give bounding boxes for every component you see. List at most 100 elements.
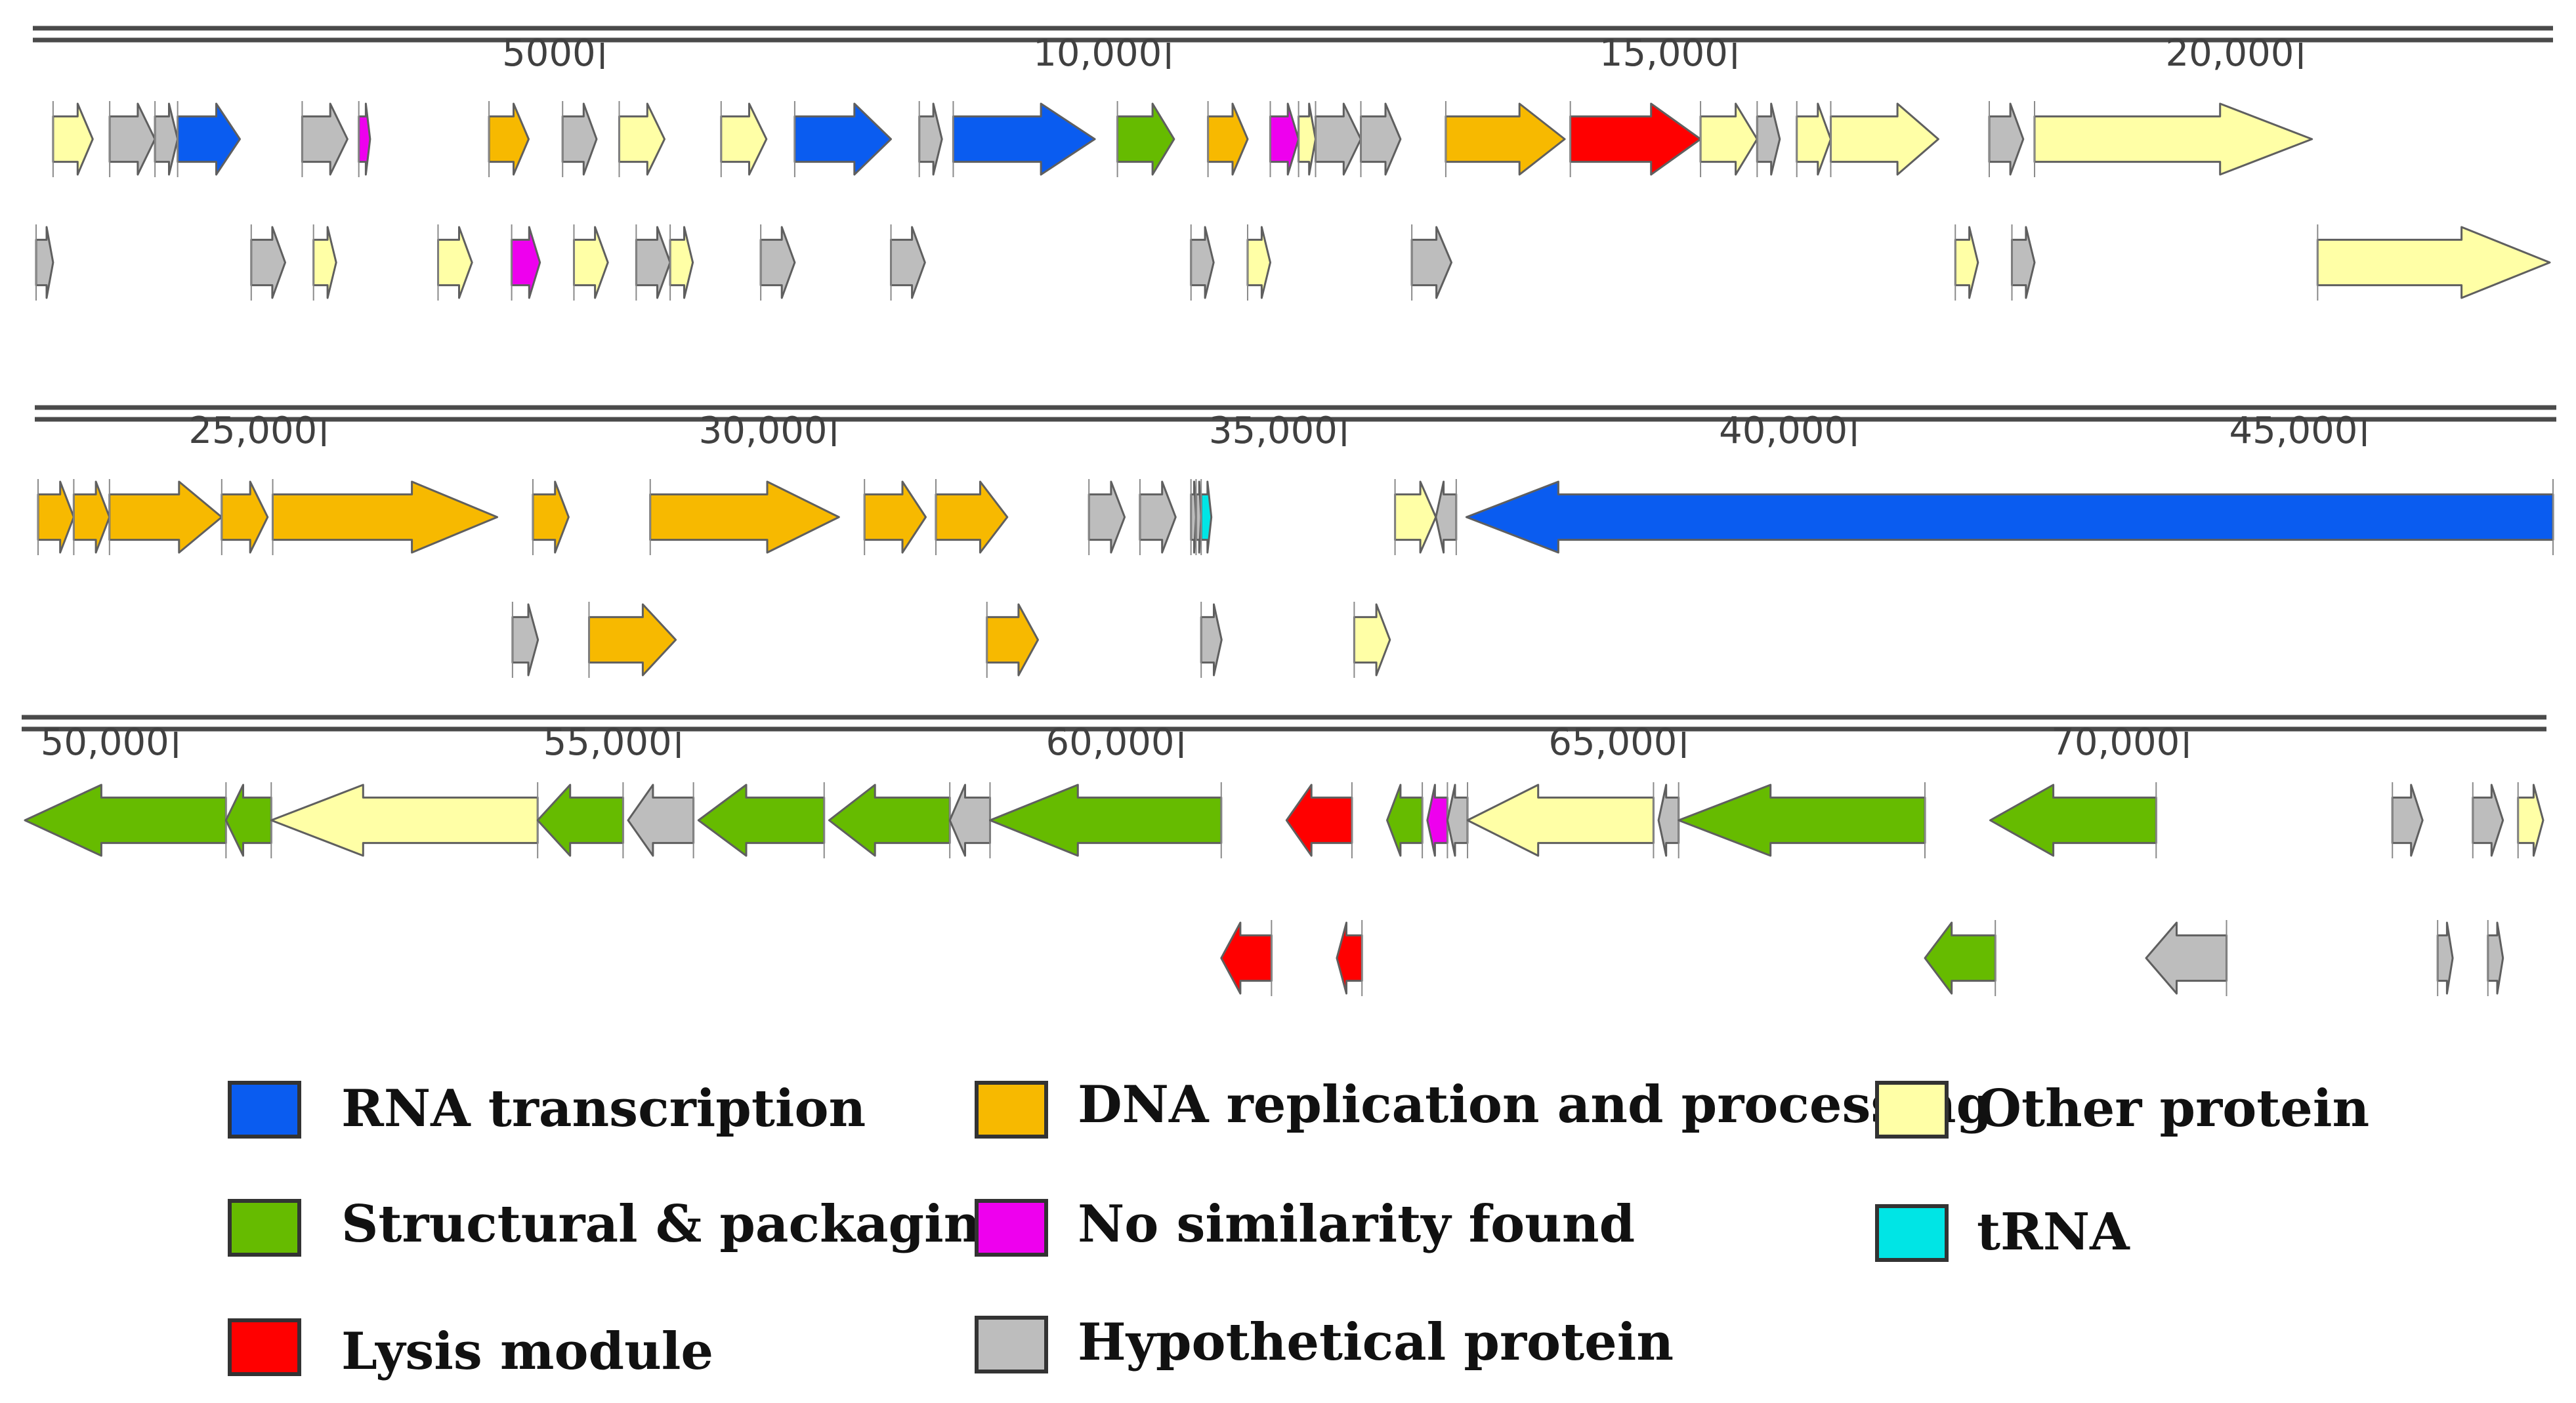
gene-dna [72,480,111,554]
legend-item-lysis: Lysis module [228,1318,713,1381]
gene-dna [108,480,223,554]
gene-hypo [1315,102,1362,176]
gene-hypo [1435,480,1458,554]
gene-other [1830,102,1939,176]
gene-dna [863,480,927,554]
gene-hypo [1200,603,1223,677]
gene-dna [272,480,499,554]
gene-struct [1678,784,1926,857]
gene-other [618,102,665,176]
legend-swatch-lysis [228,1318,301,1376]
legend-swatch-rna [228,1081,301,1139]
legend-swatch-nosim [975,1199,1048,1257]
tick-label: 40,000 [1719,409,1848,452]
tick-label: 50,000 [41,721,169,764]
gene-hypo [2436,921,2454,995]
legend-label-rna: RNA transcription [341,1079,866,1139]
legend-item-struct: Structural & packaging [228,1194,1017,1257]
tick-label: 70,000 [2051,721,2180,764]
legend-item-rna: RNA transcription [228,1079,866,1139]
tick-label: 20,000 [2165,32,2294,75]
gene-struct [24,784,227,857]
gene-other [270,784,539,857]
gene-other [437,226,473,299]
gene-dna [221,480,269,554]
gene-struct [536,784,624,857]
gene-hypo [2011,226,2036,299]
legend-label-trna: tRNA [1977,1202,2130,1262]
gene-other [1466,784,1655,857]
gene-hypo [948,784,991,857]
gene-struct [1116,102,1175,176]
gene-hypo [1988,102,2025,176]
gene-hypo [1756,102,1781,176]
gene-other [2033,102,2313,176]
legend-label-struct: Structural & packaging [341,1194,1017,1254]
gene-hypo [511,603,539,677]
gene-other [720,102,768,176]
legend-swatch-other [1875,1081,1949,1139]
gene-hypo [1139,480,1177,554]
gene-nosim [1269,102,1300,176]
gene-hypo [561,102,598,176]
gene-dna [488,102,530,176]
legend-item-other: Other protein [1875,1079,2369,1139]
gene-other [1246,226,1271,299]
legend-label-nosim: No similarity found [1078,1194,1635,1254]
gene-struct [697,784,826,857]
gene-trna [1200,480,1213,554]
gene-hypo [250,226,286,299]
gene-other [2316,226,2551,299]
gene-dna [588,603,677,677]
gene-hypo [1446,784,1469,857]
tick-label: 15,000 [1599,32,1728,75]
legend-swatch-struct [228,1199,301,1257]
gene-dna [935,480,1009,554]
gene-dna [37,480,75,554]
gene-lysis [1336,921,1363,995]
gene-lysis [1220,921,1273,995]
gene-struct [224,784,272,857]
gene-struct [828,784,951,857]
legend-label-dna: DNA replication and processing [1078,1075,1992,1135]
gene-other [2517,784,2544,857]
gene-other [1353,603,1391,677]
legend-swatch-hypo [975,1316,1048,1373]
legend-swatch-trna [1875,1204,1949,1262]
gene-hypo [890,226,926,299]
gene-rna [952,102,1096,176]
legend-item-trna: tRNA [1875,1202,2130,1262]
gene-dna [649,480,840,554]
legend-swatch-dna [975,1081,1048,1139]
gene-hypo [301,102,348,176]
gene-rna [793,102,892,176]
tick-label: 30,000 [699,409,828,452]
gene-other [52,102,94,176]
legend-label-lysis: Lysis module [341,1322,713,1381]
gene-nosim [1426,784,1448,857]
gene-nosim [511,226,541,299]
gene-lysis [1285,784,1353,857]
gene-hypo [1360,102,1402,176]
gene-other [669,226,694,299]
gene-hypo [1657,784,1680,857]
gene-other [1796,102,1832,176]
tick-label: 55,000 [543,721,672,764]
legend-item-nosim: No similarity found [975,1194,1635,1257]
gene-hypo [1087,480,1126,554]
gene-struct [1924,921,1996,995]
gene-other [1394,480,1437,554]
gene-hypo [2391,784,2424,857]
gene-hypo [1190,226,1215,299]
gene-hypo [35,226,54,299]
legend-label-hypo: Hypothetical protein [1078,1312,1674,1372]
gene-nosim [358,102,371,176]
gene-other [312,226,337,299]
tick-label: 65,000 [1548,721,1677,764]
gene-dna [986,603,1039,677]
tick-label: 25,000 [188,409,317,452]
